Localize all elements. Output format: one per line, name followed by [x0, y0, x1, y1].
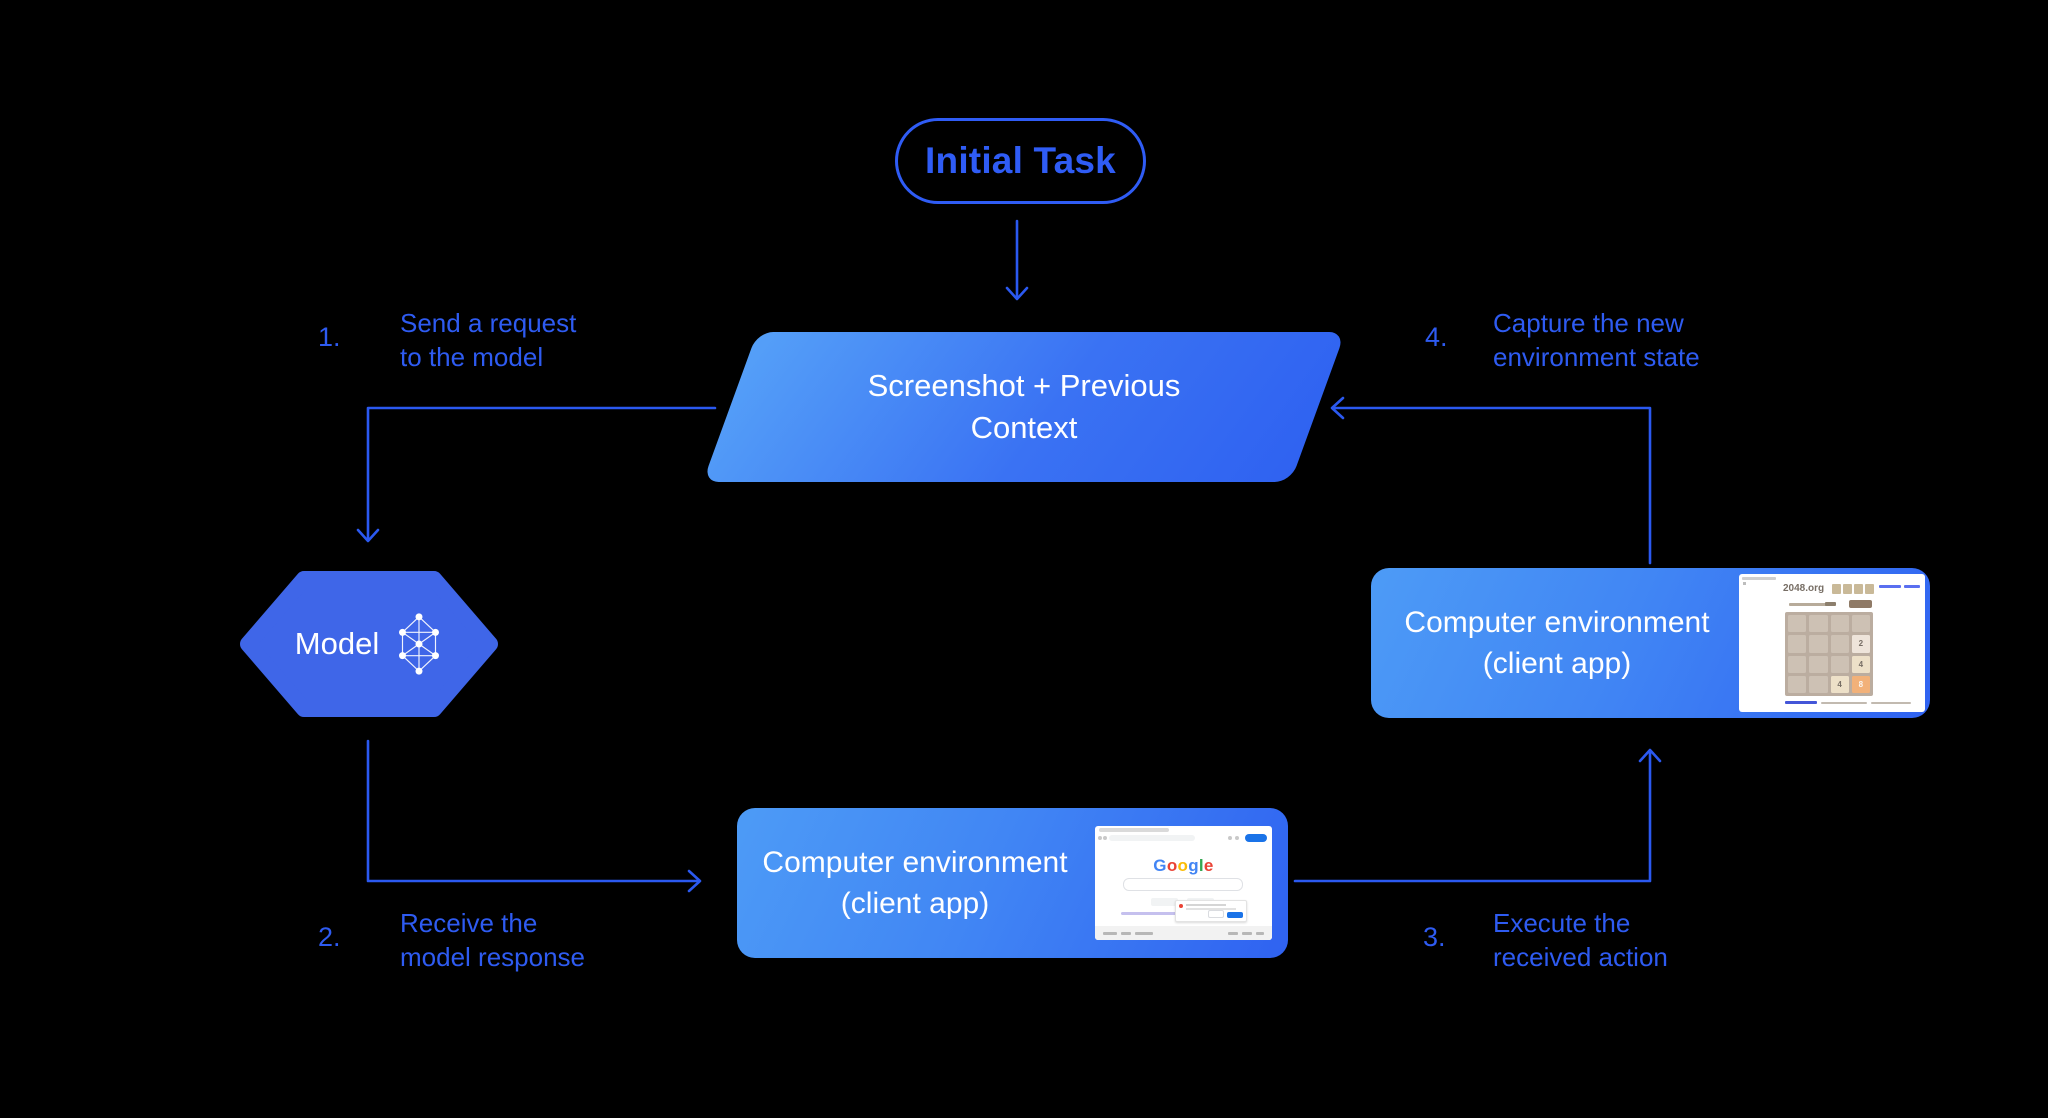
game-cell — [1788, 615, 1807, 633]
forward-icon — [1103, 836, 1107, 840]
step-2-label: Receive the model response — [400, 908, 585, 972]
link-text — [1879, 585, 1901, 588]
game-cell — [1809, 635, 1828, 653]
google-logo-letter: G — [1153, 856, 1167, 875]
score-box — [1865, 584, 1874, 594]
search-button — [1151, 898, 1178, 906]
model-label: Model — [294, 626, 380, 661]
sign-in-button — [1245, 834, 1267, 842]
env-node-browser: Computer environment (client app) Google — [737, 808, 1288, 958]
step-4-number: 4. — [1425, 322, 1448, 352]
arrow-model-to-env — [366, 739, 702, 893]
game-cell — [1830, 635, 1849, 653]
score-box — [1854, 584, 1863, 594]
game-cell — [1788, 675, 1807, 693]
arrow-initial-to-context — [1005, 219, 1029, 301]
game-cell — [1830, 615, 1849, 633]
neural-network-icon — [399, 613, 440, 675]
new-game-button — [1849, 600, 1872, 608]
browser-tab-bar — [1742, 577, 1776, 580]
browser-screenshot-thumbnail: Google — [1095, 826, 1272, 940]
arrow-context-to-model — [356, 406, 717, 543]
game-cell — [1809, 655, 1828, 673]
dialog-primary-button — [1227, 912, 1243, 918]
game-tile: 4 — [1851, 655, 1870, 673]
link-text — [1904, 585, 1920, 588]
game-cell — [1809, 675, 1828, 693]
step-3-label: Execute the received action — [1493, 908, 1668, 972]
context-node: Screenshot + Previous Context — [702, 332, 1346, 482]
initial-task-label: Initial Task — [925, 140, 1116, 181]
google-logo-letter: o — [1177, 856, 1189, 875]
step-3-number: 3. — [1423, 922, 1446, 952]
google-logo-letter: g — [1188, 856, 1199, 875]
initial-task-node: Initial Task — [895, 118, 1146, 204]
env-node-game: Computer environment (client app) 2048.o… — [1371, 568, 1930, 718]
game-tile: 2 — [1851, 635, 1870, 653]
browser-tab-bar — [1099, 828, 1169, 832]
cookie-dialog — [1175, 900, 1247, 922]
step-1-label: Send a request to the model — [400, 308, 577, 372]
env-browser-label: Computer environment (client app) — [762, 846, 1068, 920]
google-logo-letter: o — [1166, 856, 1178, 875]
game-cell — [1830, 655, 1849, 673]
game-tile: 8 — [1851, 675, 1870, 693]
step-1-number: 1. — [318, 322, 341, 352]
arrow-env-to-env — [1293, 748, 1662, 883]
address-bar — [1109, 835, 1195, 841]
footer-link — [1785, 701, 1817, 704]
game-cell — [1809, 615, 1828, 633]
game-tile: 4 — [1830, 675, 1849, 693]
game-subtitle-text — [1789, 603, 1835, 606]
back-icon — [1098, 836, 1102, 840]
context-label: Screenshot + Previous Context — [867, 368, 1181, 445]
score-box — [1843, 584, 1852, 594]
game-cell — [1788, 655, 1807, 673]
model-node: Model — [240, 571, 498, 717]
step-2-number: 2. — [318, 922, 341, 952]
google-logo: Google — [1095, 856, 1272, 876]
step-4-label: Capture the new environment state — [1493, 308, 1700, 372]
env-game-label: Computer environment (client app) — [1404, 606, 1710, 680]
game-cell — [1851, 615, 1870, 633]
search-input — [1123, 878, 1243, 891]
dialog-secondary-button — [1208, 910, 1224, 918]
dialog-icon — [1179, 904, 1183, 908]
hexagon-shape — [240, 571, 498, 717]
apps-icon — [1228, 836, 1232, 840]
game-cell — [1788, 635, 1807, 653]
google-logo-letter: l — [1198, 856, 1204, 875]
score-box — [1832, 584, 1841, 594]
arrow-env-to-context — [1330, 396, 1652, 565]
browser-footer — [1095, 926, 1272, 940]
google-logo-letter: e — [1203, 856, 1214, 875]
profile-icon — [1235, 836, 1239, 840]
game-site-title: 2048.org — [1783, 583, 1825, 594]
